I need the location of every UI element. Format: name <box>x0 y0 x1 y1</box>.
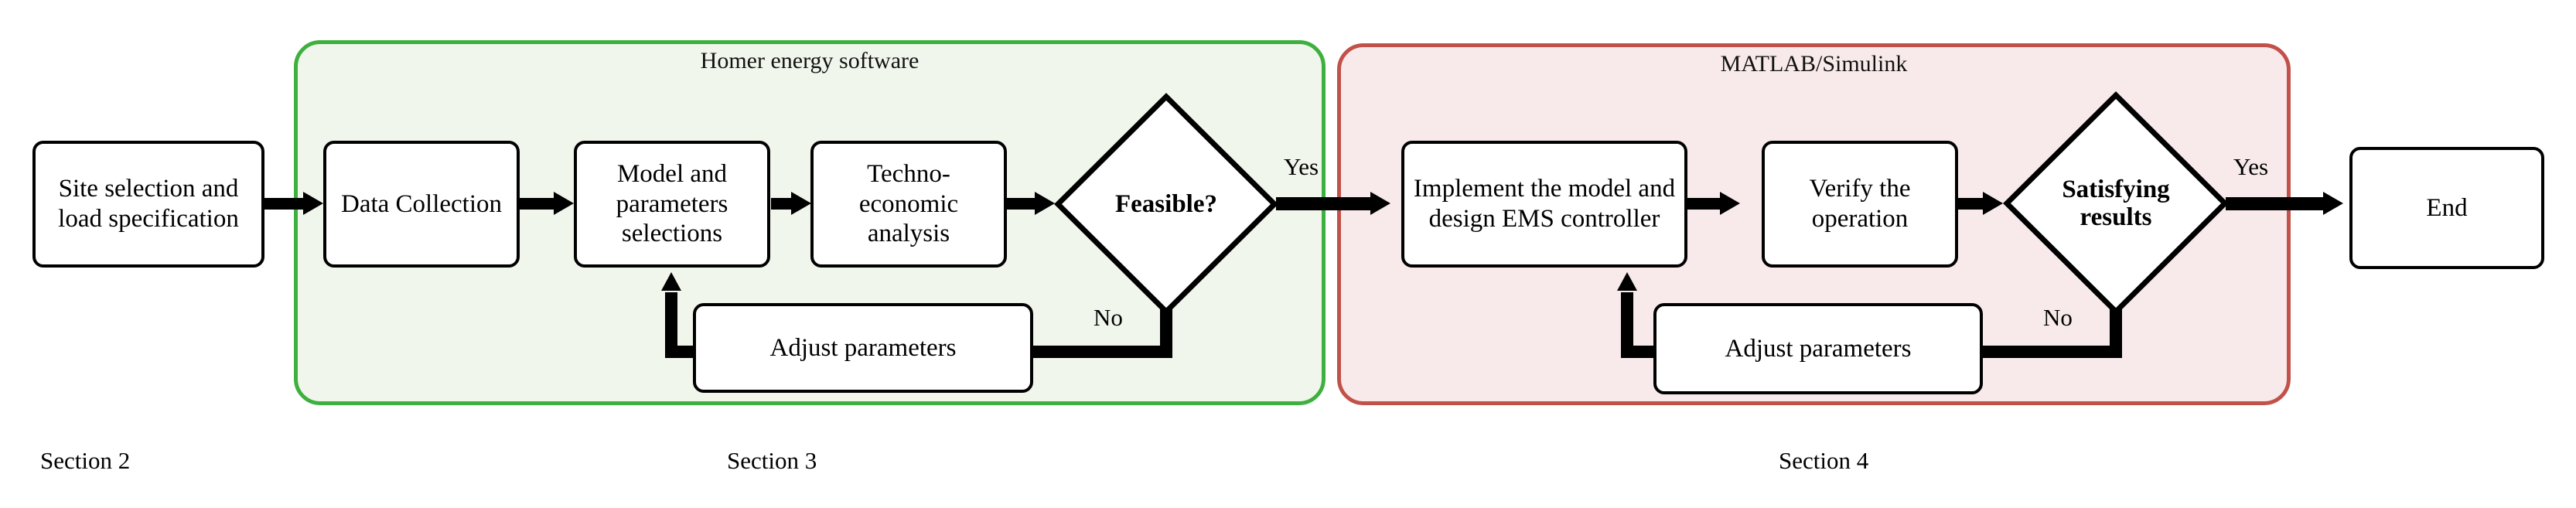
connector-data-to-model <box>520 198 554 210</box>
connector-site-to-data <box>264 198 303 210</box>
connector-satisfying-no-vertical <box>2110 309 2122 356</box>
arrowhead-adjust-right-to-implement <box>1617 272 1637 291</box>
section-caption-2: Section 2 <box>40 447 131 474</box>
edge-label-feasible-yes: Yes <box>1284 153 1319 180</box>
connector-feasible-yes <box>1276 197 1370 210</box>
node-data-collection[interactable]: Data Collection <box>323 141 520 268</box>
node-adjust-parameters-right[interactable]: Adjust parameters <box>1653 303 1983 394</box>
node-end[interactable]: End <box>2349 147 2544 269</box>
group-label-homer-energy-software: Homer energy software <box>700 48 920 73</box>
edge-label-satisfying-no: No <box>2043 304 2073 331</box>
arrowhead-adjust-left-to-model <box>661 272 681 291</box>
arrowhead-implement-to-verify <box>1720 192 1740 215</box>
connector-satisfying-no-horizontal <box>1982 346 2122 358</box>
arrowhead-satisfying-yes <box>2323 192 2343 215</box>
connector-adjust-left-horizontal <box>665 346 696 358</box>
node-model-parameters[interactable]: Model and parameters selections <box>574 141 770 268</box>
arrowhead-site-to-data <box>303 192 323 215</box>
arrowhead-feasible-yes <box>1370 192 1390 215</box>
diamond-shape-feasible <box>1054 93 1278 315</box>
connector-verify-to-satisfying <box>1958 198 1983 210</box>
connector-adjust-right-vertical <box>1621 292 1633 348</box>
connector-techno-to-feasible <box>1007 198 1035 210</box>
group-label-matlab-simulink: MATLAB/Simulink <box>1720 51 1908 77</box>
connector-feasible-no-vertical <box>1160 309 1172 356</box>
edge-label-satisfying-yes: Yes <box>2233 153 2269 180</box>
arrowhead-techno-to-feasible <box>1035 192 1055 215</box>
diamond-shape-satisfying-results <box>2003 91 2229 315</box>
node-verify-operation[interactable]: Verify the operation <box>1762 141 1958 268</box>
section-caption-3: Section 3 <box>727 447 817 474</box>
decision-feasible[interactable]: Feasible? <box>1054 93 1278 315</box>
connector-model-to-techno <box>771 198 791 210</box>
arrowhead-data-to-model <box>554 192 574 215</box>
node-adjust-parameters-left[interactable]: Adjust parameters <box>693 303 1033 393</box>
node-implement-ems-controller[interactable]: Implement the model and design EMS contr… <box>1401 141 1687 268</box>
node-site-selection[interactable]: Site selection and load specification <box>32 141 264 268</box>
section-caption-4: Section 4 <box>1779 447 1869 474</box>
arrowhead-verify-to-satisfying <box>1983 192 2003 215</box>
connector-satisfying-yes <box>2226 197 2323 210</box>
connector-feasible-no-horizontal <box>1033 346 1172 358</box>
edge-label-feasible-no: No <box>1094 304 1123 331</box>
connector-adjust-right-horizontal <box>1621 346 1655 358</box>
arrowhead-model-to-techno <box>791 192 811 215</box>
decision-satisfying-results[interactable]: Satisfying results <box>2003 91 2229 315</box>
connector-adjust-left-vertical <box>665 292 677 348</box>
node-techno-economic[interactable]: Techno-economic analysis <box>810 141 1007 268</box>
connector-implement-to-verify <box>1687 198 1720 210</box>
